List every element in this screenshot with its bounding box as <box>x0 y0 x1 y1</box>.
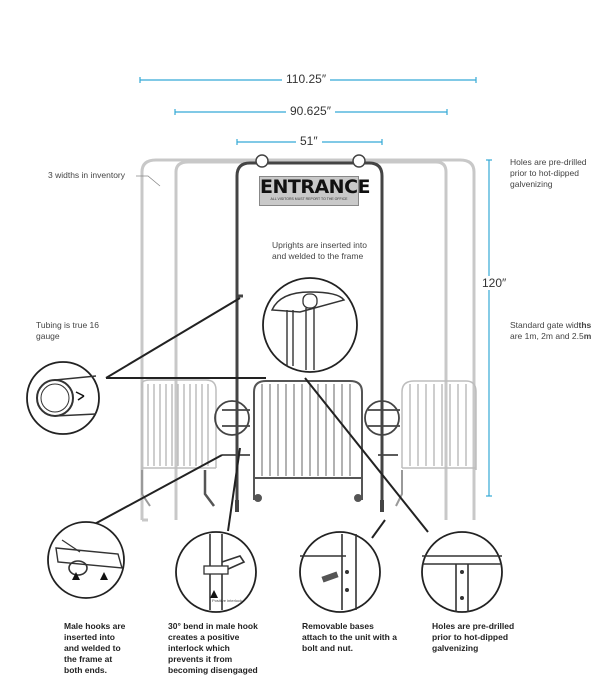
leader-holes <box>304 377 429 533</box>
left-hinge-circle <box>214 400 250 436</box>
leader-bases <box>371 519 386 539</box>
standard-widths-text: Standard gate wid <box>510 320 579 330</box>
caption-bend-detail: Positive interlock <box>212 598 243 603</box>
entrance-sign: ENTRANCE ALL VISITORS MUST REPORT TO THE… <box>259 176 371 206</box>
center-barricade <box>253 380 363 502</box>
ghost-frame-outer <box>140 158 476 520</box>
label-standard-widths: Standard gate widths are 1m, 2m and 2.5m <box>510 320 600 342</box>
sign-title: ENTRANCE <box>260 176 371 198</box>
detail-bend <box>175 531 257 613</box>
leader-male-hooks <box>77 454 223 534</box>
leader-widths-inventory <box>136 175 161 187</box>
leader-tubing <box>105 297 241 379</box>
caption-male-hooks: Male hooks are inserted into and welded … <box>64 621 126 675</box>
detail-tubing <box>26 361 100 435</box>
hinge-connections <box>214 400 400 456</box>
dim-height-label: 120″ <box>478 276 511 290</box>
detail-uprights <box>262 277 358 373</box>
standard-widths-text-bold: ths <box>578 320 592 330</box>
caption-bases: Removable bases attach to the unit with … <box>302 621 397 653</box>
dim-inner-width-label: 51″ <box>296 134 322 148</box>
caption-holes-bottom: Holes are pre-drilled prior to hot-dippe… <box>432 621 515 653</box>
standard-widths-text-2: are 1m, 2m and 2.5 <box>510 331 584 341</box>
detail-holes <box>421 531 503 613</box>
leader-lines <box>77 297 429 539</box>
dim-middle-width-label: 90.625″ <box>286 104 335 118</box>
label-holes-top: Holes are pre-drilled prior to hot-dippe… <box>510 157 587 189</box>
detail-bases <box>299 531 381 613</box>
left-barricade <box>141 379 217 507</box>
label-uprights: Uprights are inserted into and welded to… <box>272 240 367 261</box>
right-hinge-circle <box>364 400 400 436</box>
label-widths-inventory: 3 widths in inventory <box>48 170 126 180</box>
caption-bend: 30° bend in male hook creates a positive… <box>168 621 258 675</box>
dim-total-width-label: 110.25″ <box>282 72 331 86</box>
leader-bend <box>227 447 241 532</box>
sign-subtitle: ALL VISITORS MUST REPORT TO THE OFFICE <box>270 197 348 201</box>
standard-widths-text-2-bold: m <box>583 331 592 341</box>
detail-male-hooks <box>47 521 125 599</box>
right-barricade <box>395 380 477 507</box>
main-gate-frame <box>235 154 384 512</box>
label-tubing: Tubing is true 16 gauge <box>36 320 99 341</box>
